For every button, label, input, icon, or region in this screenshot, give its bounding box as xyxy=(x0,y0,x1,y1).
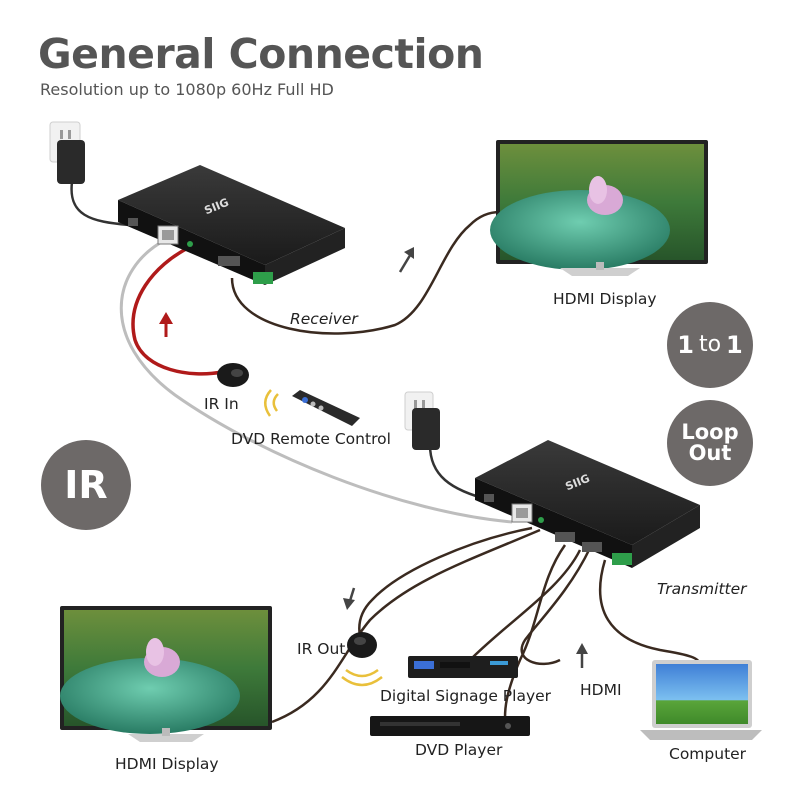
one-to-one-badge: 1 to 1 xyxy=(667,302,753,388)
dvd-player xyxy=(370,716,530,736)
cat-cable xyxy=(119,238,513,524)
receiver-device xyxy=(118,165,345,285)
transmitter-power-adapter xyxy=(404,391,440,450)
ir-out-cable xyxy=(358,526,533,637)
ir-in-cable xyxy=(131,246,223,376)
computer-label: Computer xyxy=(669,745,747,763)
transmitter-to-display-cable xyxy=(271,528,541,724)
hdmi-label: HDMI xyxy=(580,681,622,699)
loop-out-line1: Loop xyxy=(681,420,739,444)
computer xyxy=(640,660,762,740)
arrow-up-ir-icon xyxy=(159,312,173,337)
page-subtitle: Resolution up to 1080p 60Hz Full HD xyxy=(40,80,334,99)
receiver-power-cable xyxy=(70,181,131,227)
dvd-player-label: DVD Player xyxy=(415,741,503,759)
ir-in-label: IR In xyxy=(204,395,239,413)
top-hdmi-display xyxy=(490,140,708,276)
dvd-remote xyxy=(264,389,360,426)
arrow-down-irout-icon xyxy=(343,587,356,610)
ir-out-label: IR Out xyxy=(297,640,346,658)
transmitter-device xyxy=(475,440,700,568)
dvd-player-cable xyxy=(503,544,567,719)
receiver-label: Receiver xyxy=(290,310,358,328)
hdmi-display-top-label: HDMI Display xyxy=(553,290,657,308)
one-to-one-num-b: 1 xyxy=(726,331,743,359)
arrow-up-hdmi-icon xyxy=(576,643,588,668)
receiver-power-adapter xyxy=(49,121,85,184)
digital-signage-player xyxy=(408,656,518,678)
loop-out-badge: Loop Out xyxy=(667,400,753,486)
ir-badge: IR xyxy=(41,440,131,530)
page-title: General Connection xyxy=(38,30,484,78)
hdmi-display-bottom-label: HDMI Display xyxy=(115,755,219,773)
one-to-one-word: to xyxy=(698,332,722,357)
signage-player-cable xyxy=(469,549,582,661)
ir-in-sensor xyxy=(217,363,249,387)
bottom-hdmi-display xyxy=(60,606,272,742)
loop-out-line2: Out xyxy=(688,441,732,465)
digital-signage-label: Digital Signage Player xyxy=(380,687,552,705)
transmitter-label: Transmitter xyxy=(657,580,747,598)
loop-out-hdmi-cable xyxy=(520,547,592,666)
ir-badge-text: IR xyxy=(64,463,108,507)
ir-out-emitter xyxy=(341,632,383,687)
receiver-hdmi-cable xyxy=(230,210,501,335)
dvd-remote-label: DVD Remote Control xyxy=(231,430,391,448)
computer-cable xyxy=(598,559,702,666)
one-to-one-num-a: 1 xyxy=(677,331,694,359)
arrow-up-receiver-icon xyxy=(398,247,414,273)
